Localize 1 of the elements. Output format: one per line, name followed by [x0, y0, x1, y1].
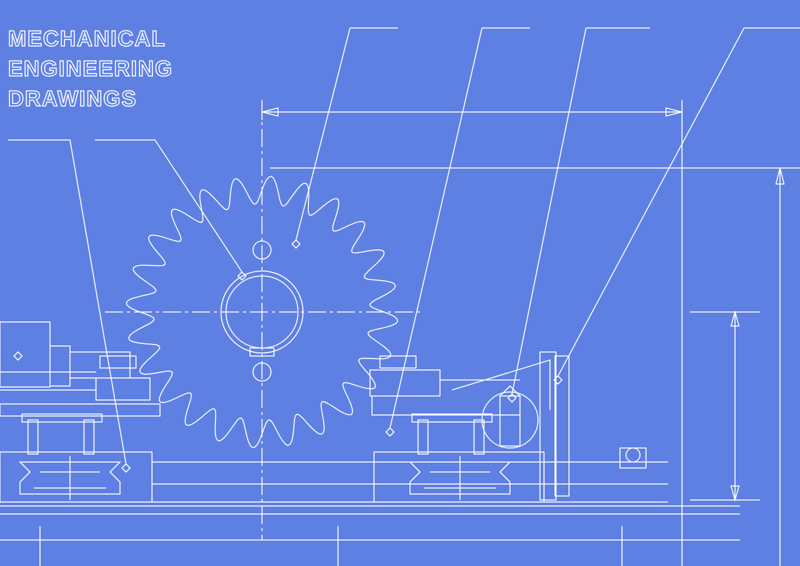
- title: MECHANICAL ENGINEERING DRAWINGS: [8, 25, 174, 113]
